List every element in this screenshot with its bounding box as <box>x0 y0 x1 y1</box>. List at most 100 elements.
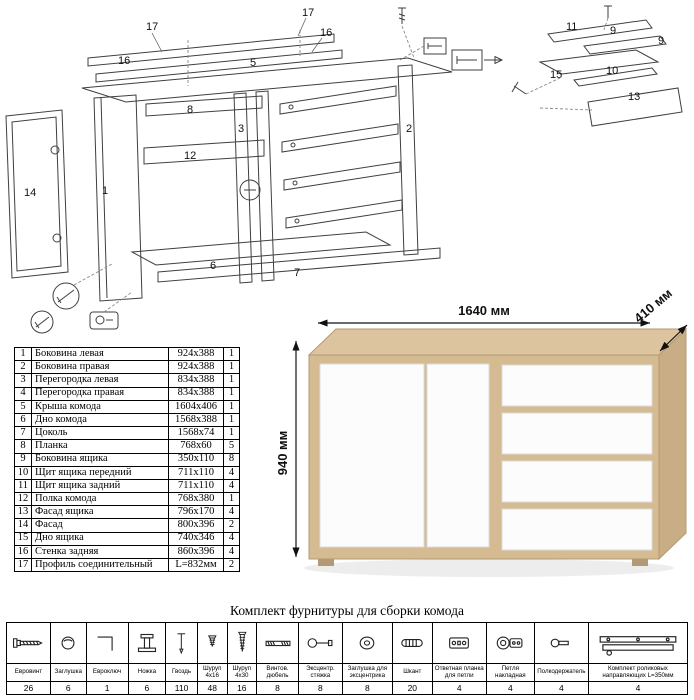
part-right-side <box>397 64 419 256</box>
part-size: 834x388 <box>168 373 224 388</box>
drawer-detail <box>451 5 683 127</box>
hardware-table: Евровинт 26 Заглушка 6 Евроключ 1 Ножка … <box>6 622 688 695</box>
callout-16b: 16 <box>320 27 332 39</box>
callout-12: 12 <box>184 150 196 162</box>
part-plinth <box>157 247 441 283</box>
part-name: Полка комода <box>31 492 169 507</box>
part-shelf <box>143 139 265 165</box>
part-name: Боковина ящика <box>31 452 169 467</box>
part-number: 5 <box>14 399 32 414</box>
part-name: Крыша комода <box>31 399 169 414</box>
part-number: 4 <box>14 386 32 401</box>
part-rail <box>145 95 263 117</box>
hardware-name: Ответная планка для петли <box>432 664 486 682</box>
callout-6: 6 <box>210 260 216 272</box>
part-size: 768x60 <box>168 439 224 454</box>
hardware-item: Эксцентр. стяжка 8 <box>298 623 343 694</box>
hardware-item: Заглушка 6 <box>50 623 87 694</box>
screw-detail-callout <box>30 310 54 334</box>
hardware-qty: 110 <box>174 683 189 693</box>
drawer-front-1 <box>501 364 653 407</box>
hardware-item: Шуруп 4x30 16 <box>227 623 258 694</box>
hardware-item: Шуруп 4x16 48 <box>197 623 228 694</box>
part-qty: 8 <box>223 452 240 467</box>
callout-10: 10 <box>606 65 618 77</box>
drawer-rails <box>279 85 403 229</box>
part-qty: 4 <box>223 544 240 560</box>
part-size: 796x170 <box>168 505 224 520</box>
callout-5: 5 <box>250 57 256 69</box>
part-size: L=832мм <box>168 557 224 573</box>
part-name: Фасад ящика <box>31 505 169 520</box>
part-qty: 1 <box>223 346 240 362</box>
part-qty: 4 <box>223 505 240 520</box>
screw-callout-box <box>399 37 447 61</box>
screw-short-icon <box>197 623 227 664</box>
euroscrew-icon <box>7 623 50 664</box>
shadow <box>304 559 674 577</box>
drawer-front-3 <box>501 460 653 503</box>
part-qty: 1 <box>223 492 240 507</box>
part-number: 9 <box>14 452 32 467</box>
hardware-item: Евроключ 1 <box>86 623 129 694</box>
dowel-callout <box>239 179 261 201</box>
hardware-item: Евровинт 26 <box>7 623 51 694</box>
hinge-icon <box>486 623 534 664</box>
hardware-name: Эксцентр. стяжка <box>298 664 342 682</box>
part-qty: 1 <box>223 412 240 428</box>
callout-17b: 17 <box>302 7 314 19</box>
part-name: Перегородка левая <box>31 373 169 388</box>
dresser-top <box>307 328 688 356</box>
part-name: Планка <box>31 439 169 454</box>
part-name: Перегородка правая <box>31 386 169 401</box>
part-qty: 2 <box>223 557 240 573</box>
screw-long-icon <box>227 623 257 664</box>
part-number: 15 <box>14 531 32 546</box>
part-name: Боковина левая <box>31 346 169 362</box>
callout-17: 17 <box>146 21 158 33</box>
drawer-front-2 <box>501 412 653 455</box>
part-size: 924x388 <box>168 346 224 362</box>
screw-icon <box>398 7 415 59</box>
hardware-qty: 48 <box>207 683 217 693</box>
dresser-foot-right <box>632 559 648 566</box>
hardware-name: Шуруп 4x30 <box>227 664 257 682</box>
part-qty: 1 <box>223 386 240 401</box>
part-number: 8 <box>14 439 32 454</box>
callout-8: 8 <box>187 104 193 116</box>
part-size: 1604x406 <box>168 399 224 414</box>
dresser-foot-left <box>318 559 334 566</box>
exploded-diagram: 17 16 5 16 17 8 1 12 14 3 2 6 7 11 9 9 1… <box>5 5 683 334</box>
cam-cap-icon <box>342 623 392 664</box>
hardware-qty: 4 <box>558 683 564 693</box>
hardware-item: Петля накладная 4 <box>486 623 535 694</box>
hardware-qty: 6 <box>65 683 71 693</box>
hardware-name: Евровинт <box>7 664 50 682</box>
callout-9: 9 <box>610 25 616 37</box>
hardware-name: Шкант <box>392 664 432 682</box>
depth-dimension: 410 мм <box>631 285 675 325</box>
part-size: 834x388 <box>168 386 224 401</box>
foot-icon <box>128 623 166 664</box>
hardware-item: Винтов. дюбель 8 <box>257 623 299 694</box>
hardware-qty: 8 <box>365 683 370 693</box>
drawer-slide-icon <box>588 623 687 664</box>
part-size: 800x396 <box>168 518 224 533</box>
part-number: 16 <box>14 544 32 560</box>
hardware-item: Полкодержатель 4 <box>534 623 589 694</box>
product-render: 1640 мм 410 мм 940 мм <box>275 285 688 577</box>
callout-13: 13 <box>628 91 640 103</box>
door-front-right <box>426 363 490 548</box>
hinge-plate-icon <box>432 623 486 664</box>
part-number: 11 <box>14 478 32 494</box>
hardware-name: Винтов. дюбель <box>257 664 298 682</box>
part-number: 12 <box>14 492 32 507</box>
part-bottom <box>130 231 392 266</box>
